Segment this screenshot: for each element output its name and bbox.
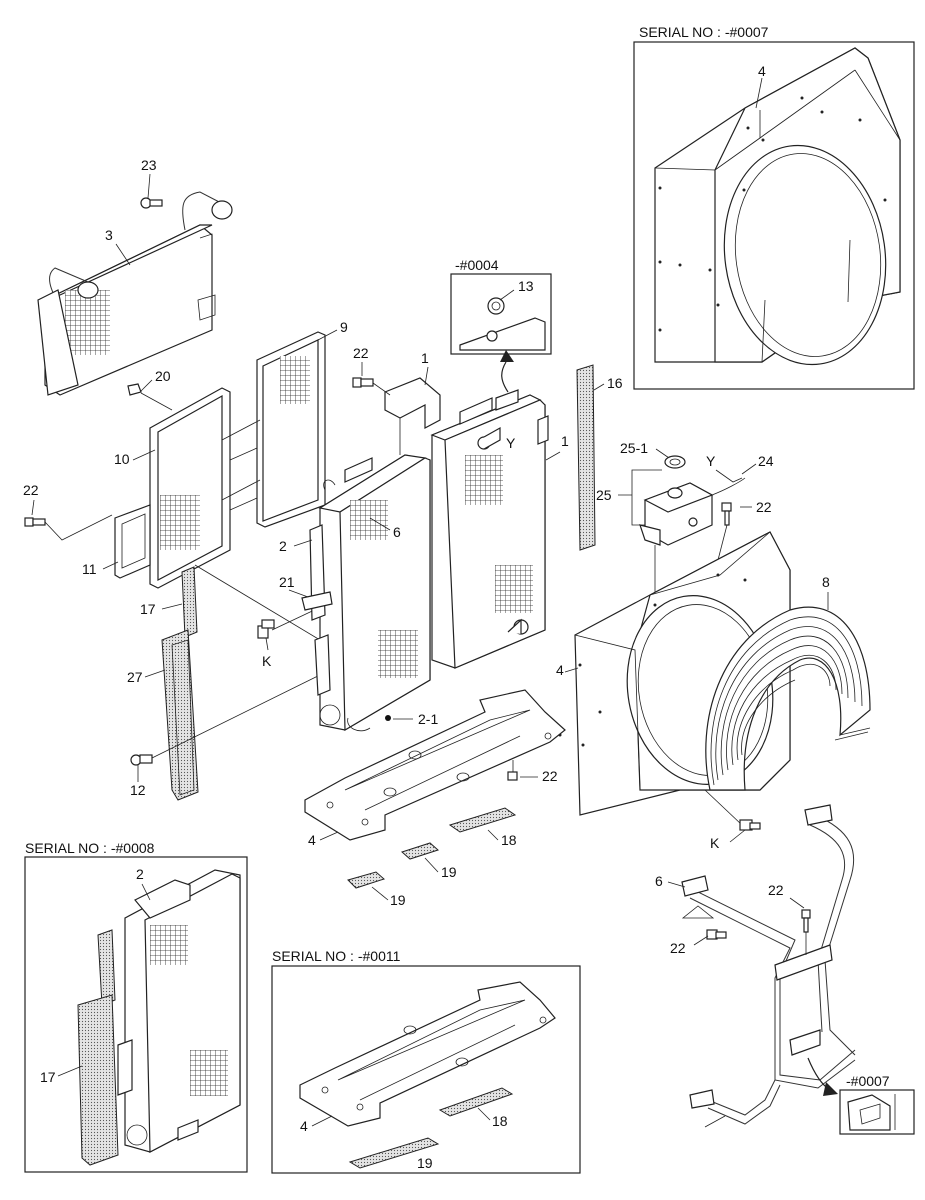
serial-frame-cap-header: -#0004 [455, 257, 499, 273]
bolt-21-right [704, 789, 761, 831]
callout-2: 2 [279, 538, 287, 554]
pad-19-a [401, 842, 439, 860]
serial-frame-cap: -#0004 13 [450, 257, 552, 355]
callout-19-b: 19 [390, 892, 406, 908]
bracket-4 [304, 689, 566, 841]
callout-7: 4 [556, 662, 564, 678]
bolt-26 [130, 669, 331, 782]
radiator-1 [430, 389, 549, 669]
callout-17-old: 17 [40, 1069, 56, 1085]
callout-22-bracket: 22 [542, 768, 558, 784]
seal-27 [161, 629, 199, 801]
pad-19-b [347, 871, 385, 889]
callout-K-bottom: 6 [655, 873, 663, 889]
pad-18-old [438, 1087, 514, 1117]
bolt-22-bracket [507, 760, 538, 781]
callout-21-left: K [262, 653, 272, 669]
plate-6 [288, 589, 333, 611]
callout-20: 20 [155, 368, 171, 384]
callout-19-old: 19 [417, 1155, 433, 1171]
screen-9 [256, 331, 326, 528]
cap-25-1 [664, 455, 686, 469]
bolt-22-tank [717, 502, 752, 561]
oil-cooler-2-old [117, 869, 241, 1153]
seal-16 [576, 364, 596, 551]
callout-23: 23 [141, 157, 157, 173]
callout-27: 27 [127, 669, 143, 685]
fan-shroud-old [654, 47, 901, 366]
callout-13: 13 [518, 278, 534, 294]
bracket-5 [384, 377, 441, 455]
callout-24: 24 [758, 453, 774, 469]
callout-6: 21 [279, 574, 295, 590]
callout-16: 16 [607, 375, 623, 391]
callout-2-1: 2-1 [418, 711, 438, 727]
callout-8: 8 [822, 574, 830, 590]
seal-11 [114, 504, 151, 579]
pad-19-old [348, 1137, 440, 1169]
callout-2-old: 2 [136, 866, 144, 882]
serial-frame-oil-cooler: SERIAL NO : -#0008 2 17 [24, 840, 248, 1173]
callout-Y-tank: Y [706, 453, 716, 469]
expansion-tank-25 [639, 477, 746, 546]
callout-3: 3 [105, 227, 113, 243]
serial-frame-clamp: -#0007 [839, 1073, 915, 1135]
seal-17 [181, 566, 198, 638]
callout-19-a: 19 [441, 864, 457, 880]
pad-18 [448, 807, 517, 833]
callout-10: 10 [114, 451, 130, 467]
bolt-22-stay-top [789, 897, 811, 955]
callout-Y-radiator: Y [506, 435, 516, 451]
intercooler-3 [37, 191, 233, 396]
callout-4: 4 [308, 832, 316, 848]
serial-frame-shroud: SERIAL NO : -#0007 4 [633, 24, 915, 390]
callout-25: 25 [596, 487, 612, 503]
bolt-22-left [24, 499, 113, 541]
stay-12 [681, 804, 856, 1125]
callout-4-old: 4 [300, 1118, 308, 1134]
bracket-4-old [299, 981, 556, 1127]
bolt-23 [140, 173, 163, 209]
bolt-20 [127, 379, 173, 411]
callout-K-top: 6 [393, 524, 401, 540]
oil-cooler-2 [309, 454, 431, 732]
seal-17-old [77, 929, 119, 1166]
serial-frame-shroud-header: SERIAL NO : -#0007 [639, 24, 769, 40]
serial-frame-clamp-header: -#0007 [846, 1073, 890, 1089]
fan-guard-8 [705, 606, 871, 791]
serial-frame-oil-cooler-header: SERIAL NO : -#0008 [25, 840, 155, 856]
callout-22-mid: 22 [353, 345, 369, 361]
callout-7-old: 4 [758, 63, 766, 79]
bolt-22-stay-left [681, 905, 727, 946]
callout-25-1: 25-1 [620, 440, 648, 456]
callout-26: 12 [130, 782, 146, 798]
callout-9: 9 [340, 319, 348, 335]
callout-11: 11 [82, 561, 97, 577]
callout-22-left: 22 [23, 482, 39, 498]
callout-5: 1 [421, 350, 429, 366]
callout-18-old: 18 [492, 1113, 508, 1129]
callout-18: 18 [501, 832, 517, 848]
bolt-22-mid [352, 362, 391, 396]
serial-frame-bracket-header: SERIAL NO : -#0011 [272, 948, 401, 964]
callout-21-right: K [710, 835, 720, 851]
callout-22-stay-top: 22 [768, 882, 784, 898]
callout-22-stay-left: 22 [670, 940, 686, 956]
callout-1: 1 [561, 433, 569, 449]
screen-10 [149, 387, 261, 589]
callout-17: 17 [140, 601, 156, 617]
callout-22-tank: 22 [756, 499, 772, 515]
serial-frame-bracket: SERIAL NO : -#0011 4 18 19 [271, 948, 581, 1174]
